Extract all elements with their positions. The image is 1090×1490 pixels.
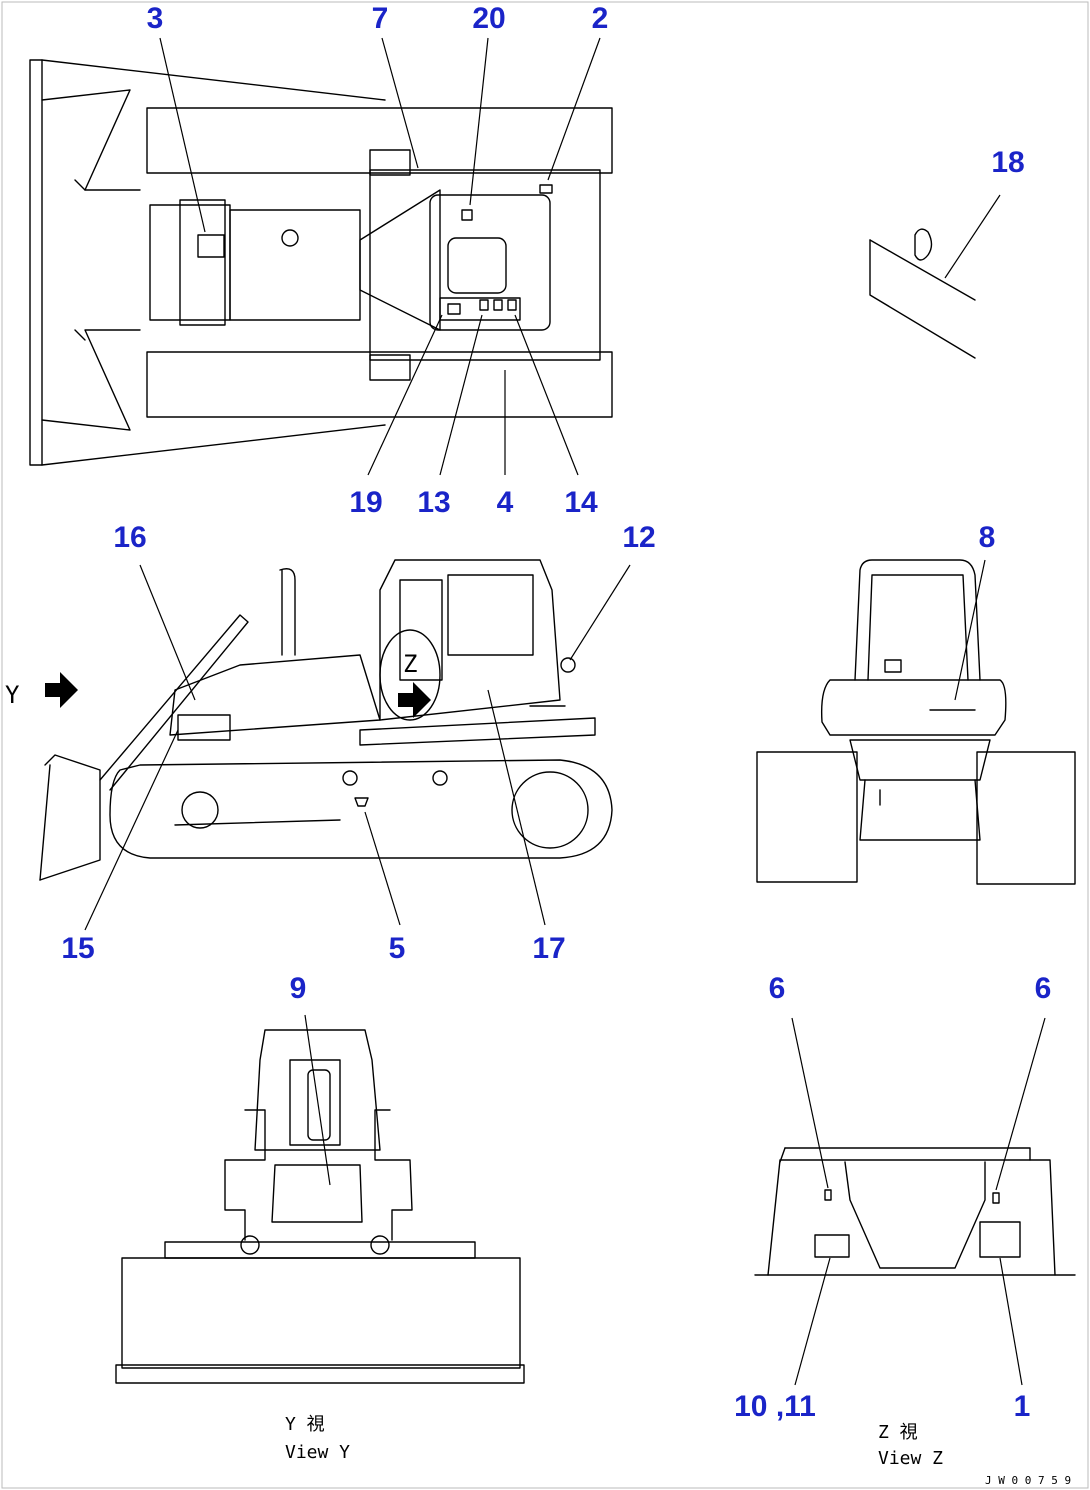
- callout-16: 16: [113, 521, 146, 554]
- callout-12: 12: [622, 521, 655, 554]
- callout-10-11: 10 ,11: [734, 1390, 816, 1423]
- view-y-arrow-label: Y: [5, 681, 20, 709]
- view-z-window-label: Z: [403, 650, 417, 678]
- view-y-caption-line2: View Y: [285, 1442, 350, 1463]
- callout-19: 19: [349, 486, 382, 519]
- callout-7: 7: [372, 2, 389, 35]
- callout-3: 3: [147, 2, 164, 35]
- view-y-arrow-icon: [45, 672, 78, 708]
- drawing-id: J W 0 0 7 5 9: [985, 1474, 1071, 1487]
- callout-20: 20: [472, 2, 505, 35]
- view-z-arrow-icon: [398, 682, 431, 718]
- callout-17: 17: [532, 932, 565, 965]
- view-z-caption-line2: View Z: [878, 1448, 943, 1469]
- callout-5: 5: [389, 932, 406, 965]
- callout-6-right: 6: [1035, 972, 1052, 1005]
- callout-9: 9: [290, 972, 307, 1005]
- callout-1: 1: [1014, 1390, 1031, 1423]
- cab-z-view: [754, 1147, 1076, 1276]
- callout-18: 18: [991, 146, 1024, 179]
- callout-15: 15: [61, 932, 94, 965]
- callout-8: 8: [979, 521, 996, 554]
- callout-2: 2: [592, 2, 609, 35]
- callout-14: 14: [564, 486, 598, 519]
- detail-18-view: [869, 228, 976, 359]
- view-z-caption-line1: Z 視: [878, 1422, 918, 1443]
- callout-13: 13: [417, 486, 450, 519]
- top-view: [29, 59, 613, 466]
- callout-labels: 3 7 20 2 19 13 4 14 18 16 12 15 5 17 8 9…: [61, 2, 1051, 1423]
- rear-view: [756, 559, 1076, 885]
- callout-6-left: 6: [769, 972, 786, 1005]
- leader-lines: [84, 37, 1046, 1386]
- front-view: [115, 1029, 525, 1384]
- side-view: [39, 559, 613, 881]
- callout-4: 4: [497, 486, 514, 519]
- view-y-caption-line1: Y 視: [285, 1414, 325, 1435]
